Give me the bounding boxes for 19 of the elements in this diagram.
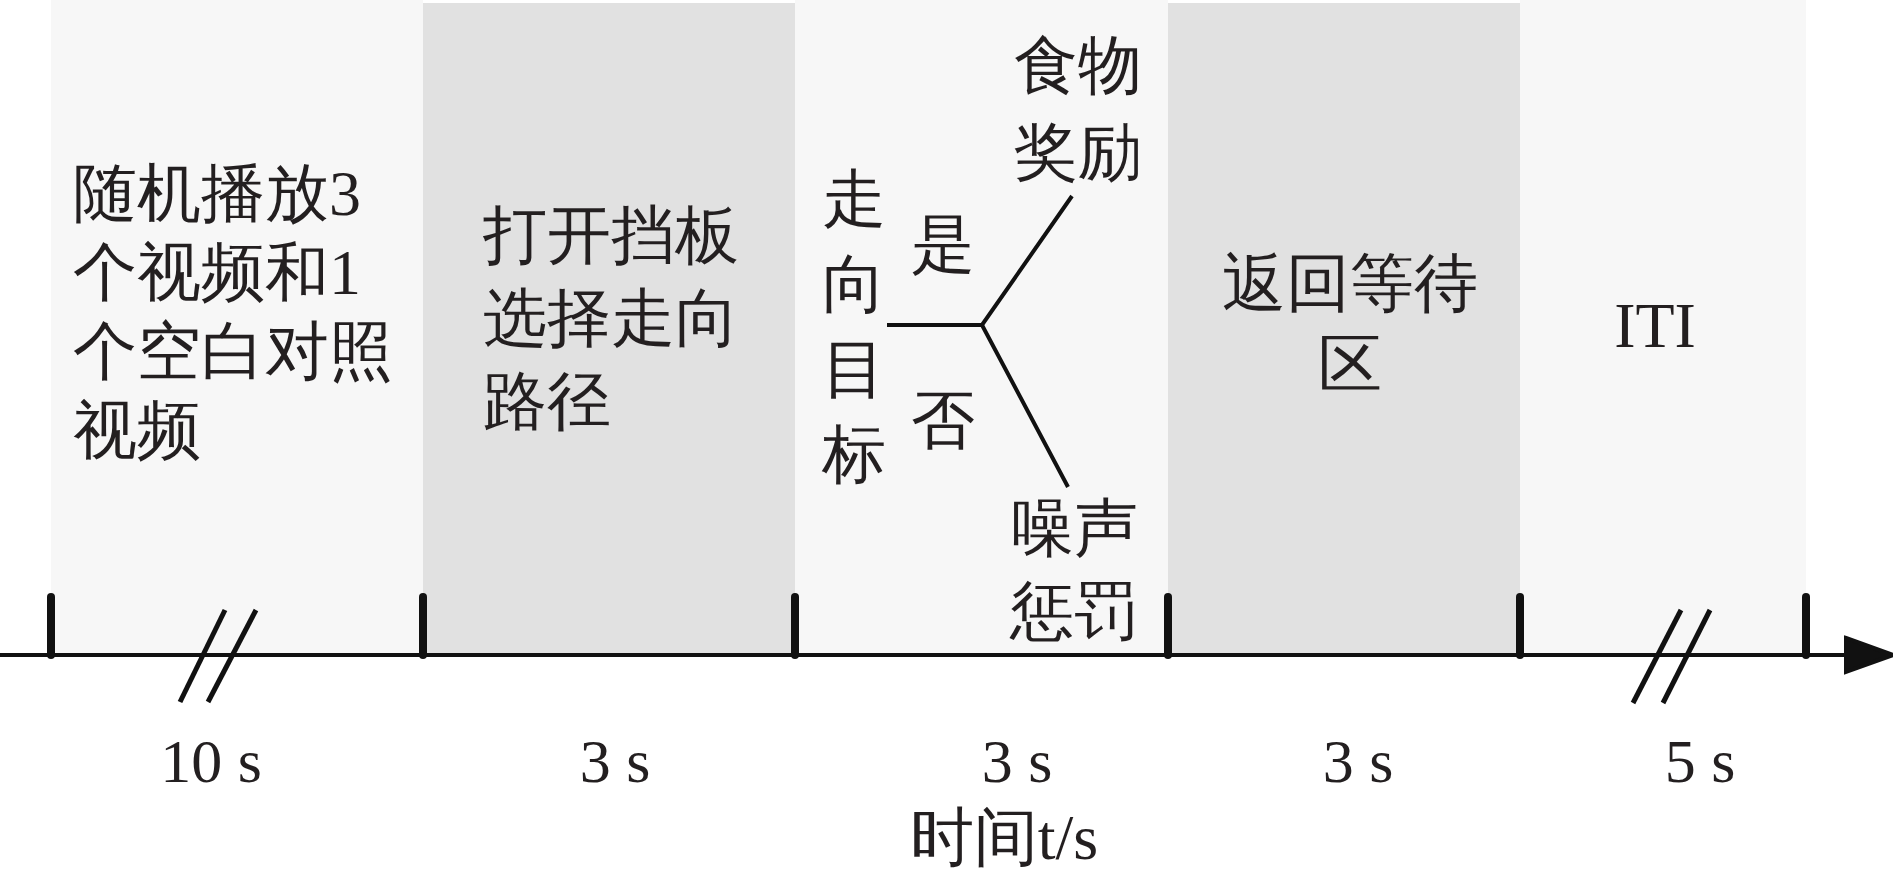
axis-label: 时间t/s xyxy=(909,802,1099,874)
outcome-label: 食物奖励 xyxy=(1012,22,1144,196)
duration-label: 10 s xyxy=(160,726,262,796)
stage-text: 返回等待区 xyxy=(1221,247,1479,402)
stage-band xyxy=(423,3,795,653)
outcome-label: 噪声惩罚 xyxy=(1008,487,1140,653)
stage-band xyxy=(51,0,423,653)
branch-line xyxy=(887,323,1070,488)
stage-text: 打开挡板选择走向路径 xyxy=(483,199,740,439)
duration-label: 3 s xyxy=(1322,726,1394,796)
stage-text: 随机播放3个视频和1个空白对照视频 xyxy=(73,157,394,468)
stage-band xyxy=(1168,3,1520,653)
stage-text: ITI xyxy=(1613,289,1697,363)
duration-label: 5 s xyxy=(1664,726,1736,796)
choice-label: 走向目标 xyxy=(821,157,887,497)
duration-label: 3 s xyxy=(579,726,651,796)
stage-band xyxy=(1520,0,1806,653)
duration-label: 3 s xyxy=(981,726,1053,796)
stage-band xyxy=(795,0,1168,653)
